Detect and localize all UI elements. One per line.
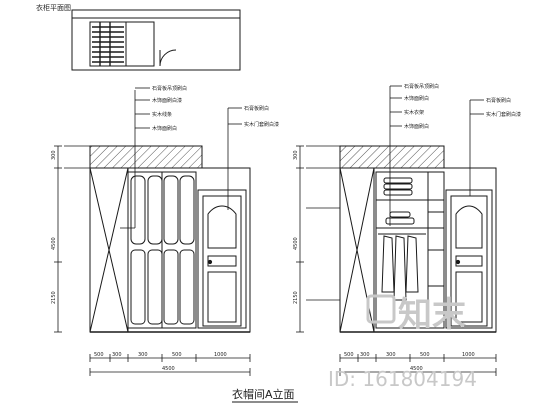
left-dim-total: 4500 bbox=[162, 366, 175, 372]
right-door-frame bbox=[445, 189, 493, 329]
left-door-mid-panel bbox=[207, 255, 237, 267]
left-dim-v1: 300 bbox=[51, 150, 57, 160]
left-callout-4: 木饰面刷白 bbox=[152, 125, 177, 132]
watermark-logo-text: 知末 bbox=[398, 295, 466, 335]
left-callout-6: 实木门套刷白漆 bbox=[244, 121, 279, 128]
plan-wardrobe-block bbox=[89, 21, 127, 67]
right-leaders bbox=[389, 85, 484, 226]
watermark: 知末 ID: 161804194 bbox=[328, 294, 477, 391]
left-callout-5: 石膏板刷白 bbox=[244, 105, 269, 112]
right-door-leaf bbox=[450, 195, 488, 327]
right-dim-vertical bbox=[296, 145, 340, 333]
right-side-x2 bbox=[339, 167, 375, 333]
left-callout-labels: 石膏板吊顶刷白 木饰面刷白漆 实木线条 木饰面刷白 石膏板刷白 实木门套刷白漆 bbox=[152, 85, 279, 132]
left-callout-3: 实木线条 bbox=[152, 111, 172, 118]
right-callout-labels: 石膏板吊顶刷白 木饰面刷白 实木衣架 木饰面刷白 石膏板刷白 实木门套刷白漆 bbox=[404, 83, 521, 130]
left-dim-h1: 500 bbox=[94, 352, 104, 358]
right-dim-h1: 500 bbox=[344, 352, 354, 358]
right-dim-v3: 2150 bbox=[293, 291, 299, 304]
left-callout-2: 木饰面刷白漆 bbox=[152, 97, 182, 104]
drawing-title: 衣帽间A立面 bbox=[232, 387, 295, 401]
left-door-knob bbox=[207, 259, 213, 265]
left-dim-v2: 4500 bbox=[51, 237, 57, 250]
left-dim-labels: 300 4500 2150 500 300 300 500 1000 4500 bbox=[51, 150, 227, 372]
left-door-lower-panel bbox=[207, 271, 237, 323]
right-door-lower-panel bbox=[455, 271, 483, 323]
right-elevation bbox=[296, 85, 497, 376]
plan-wardrobe-hatch bbox=[92, 22, 124, 66]
left-dim-horizontal bbox=[89, 354, 251, 376]
right-callout-3: 实木衣架 bbox=[404, 109, 424, 116]
left-dim-h5: 1000 bbox=[214, 352, 227, 358]
left-elevation bbox=[54, 87, 251, 376]
right-callout-5: 石膏板刷白 bbox=[486, 97, 511, 104]
left-ceiling-hatch bbox=[89, 145, 203, 169]
right-callout-6: 实木门套刷白漆 bbox=[486, 111, 521, 118]
right-door-upper-panel bbox=[455, 205, 483, 249]
left-dim-h4: 500 bbox=[172, 352, 182, 358]
plan-top-band bbox=[71, 9, 241, 19]
plan-outline bbox=[71, 9, 241, 71]
right-door-knob bbox=[455, 259, 461, 265]
top-plan-view bbox=[71, 9, 241, 71]
watermark-logo-mark bbox=[366, 294, 396, 324]
right-door-mid-panel bbox=[455, 255, 483, 267]
right-callout-1: 石膏板吊顶刷白 bbox=[404, 83, 439, 90]
right-dim-h3: 300 bbox=[386, 352, 396, 358]
left-door-frame bbox=[197, 189, 247, 329]
left-dim-v3: 2150 bbox=[51, 291, 57, 304]
right-callout-2: 木饰面刷白 bbox=[404, 95, 429, 102]
right-dim-horizontal bbox=[339, 354, 497, 376]
right-dim-v1: 300 bbox=[293, 150, 299, 160]
right-dim-total: 4500 bbox=[410, 366, 423, 372]
left-door-leaf bbox=[202, 195, 242, 327]
right-dim-labels: 300 4500 2150 500 300 300 500 1000 4500 bbox=[293, 150, 475, 372]
left-callout-1: 石膏板吊顶刷白 bbox=[152, 85, 187, 92]
right-dim-h4: 500 bbox=[420, 352, 430, 358]
plan-label: 衣柜平面图 bbox=[36, 3, 71, 12]
right-ceiling-hatch bbox=[339, 145, 445, 169]
left-door-upper-panel bbox=[207, 205, 237, 249]
left-leaders bbox=[120, 87, 242, 229]
left-dim-h3: 300 bbox=[138, 352, 148, 358]
watermark-id: ID: 161804194 bbox=[328, 367, 477, 391]
left-dim-vertical bbox=[54, 145, 90, 333]
right-callout-4: 木饰面刷白 bbox=[404, 123, 429, 130]
right-dim-h2: 300 bbox=[360, 352, 370, 358]
right-dim-v2: 4500 bbox=[293, 237, 299, 250]
folded-clothes bbox=[383, 177, 415, 225]
plan-shelf-block bbox=[125, 21, 155, 67]
right-dim-h5: 1000 bbox=[462, 352, 475, 358]
hanging-garments bbox=[381, 235, 419, 301]
plan-door-swing bbox=[159, 49, 177, 67]
left-dim-h2: 300 bbox=[112, 352, 122, 358]
left-side-x2 bbox=[89, 167, 129, 333]
left-wardrobe-doors bbox=[130, 172, 195, 328]
